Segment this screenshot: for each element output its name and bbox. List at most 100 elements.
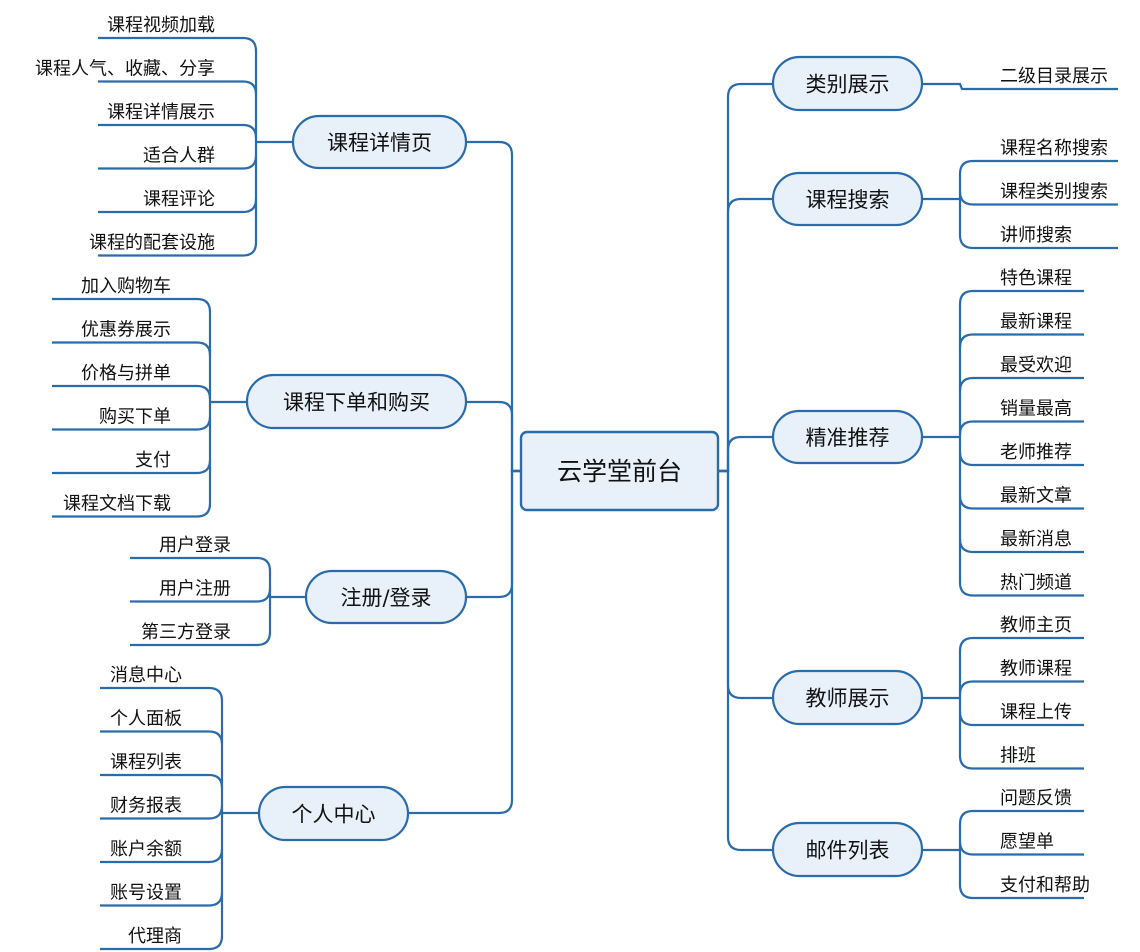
branch-node-mail-list[interactable] <box>771 821 924 878</box>
leaf-node-course-detail-4[interactable]: 课程评论 <box>143 189 215 210</box>
leaf-node-recommend-7[interactable]: 热门频道 <box>1000 573 1072 594</box>
leaf-node-order-purchase-3[interactable]: 购买下单 <box>99 407 171 428</box>
leaf-node-course-detail-5[interactable]: 课程的配套设施 <box>89 233 215 254</box>
branch-label-course-search: 课程搜索 <box>806 188 890 212</box>
connector-mail-list <box>718 469 773 852</box>
leaf-connector <box>100 730 224 745</box>
leaf-connector <box>958 289 1084 305</box>
connector-course-search <box>718 197 773 473</box>
root-label: 云学堂前台 <box>557 457 682 486</box>
leaf-node-teacher-display-3[interactable]: 排班 <box>1000 746 1036 767</box>
leaf-node-course-search-0[interactable]: 课程名称搜索 <box>1000 138 1108 159</box>
leaf-node-recommend-6[interactable]: 最新消息 <box>1000 529 1072 550</box>
leaf-node-mail-list-0[interactable]: 问题反馈 <box>1000 788 1072 809</box>
leaf-node-personal-center-0[interactable]: 消息中心 <box>110 665 182 686</box>
leaf-node-personal-center-3[interactable]: 财务报表 <box>110 796 182 817</box>
leaf-connector <box>98 80 258 95</box>
leaf-node-recommend-1[interactable]: 最新课程 <box>1000 312 1072 333</box>
leaf-node-order-purchase-2[interactable]: 价格与拼单 <box>81 363 171 384</box>
leaf-connector <box>958 755 1084 770</box>
leaf-node-register-login-2[interactable]: 第三方登录 <box>141 622 231 643</box>
leaf-connector <box>958 680 1084 695</box>
branch-node-order-purchase[interactable] <box>245 373 468 430</box>
root-node[interactable] <box>519 430 720 512</box>
leaf-node-course-detail-1[interactable]: 课程人气、收藏、分享 <box>35 59 215 80</box>
connector-recommend <box>718 435 773 473</box>
leaf-node-course-search-1[interactable]: 课程类别搜索 <box>1000 182 1108 203</box>
leaf-node-order-purchase-4[interactable]: 支付 <box>135 450 171 471</box>
leaf-connector <box>98 242 258 257</box>
nodes-layer: 云学堂前台 课程视频加载课程人气、收藏、分享课程详情展示适合人群课程评论课程的配套… <box>35 15 1108 947</box>
leaf-node-course-detail-0[interactable]: 课程视频加载 <box>107 15 215 36</box>
leaf-node-personal-center-2[interactable]: 课程列表 <box>110 752 182 773</box>
leaf-node-personal-center-5[interactable]: 账号设置 <box>110 883 182 904</box>
leaf-connector <box>958 333 1084 348</box>
leaf-connector <box>958 636 1084 652</box>
leaf-connector <box>958 159 1118 175</box>
branch-node-teacher-display[interactable] <box>771 669 924 726</box>
leaf-node-teacher-display-2[interactable]: 课程上传 <box>1000 702 1072 723</box>
leaf-node-teacher-display-0[interactable]: 教师主页 <box>1000 615 1072 636</box>
branch-label-personal-center: 个人中心 <box>292 803 376 827</box>
branch-node-personal-center[interactable] <box>257 785 410 842</box>
leaf-connector <box>958 582 1084 597</box>
leaf-node-recommend-4[interactable]: 老师推荐 <box>1000 442 1072 463</box>
leaf-connector <box>52 341 212 356</box>
leaf-connector <box>958 420 1084 435</box>
connector-lines <box>52 36 1118 951</box>
leaf-connector <box>100 935 224 951</box>
leaf-connector <box>52 384 212 400</box>
branch-node-recommend[interactable] <box>771 409 924 465</box>
leaf-connector <box>98 123 258 139</box>
leaf-connector <box>958 884 1084 900</box>
branch-label-category-display: 类别展示 <box>806 73 890 97</box>
leaf-connector <box>52 297 212 313</box>
leaf-connector <box>958 809 1084 825</box>
leaf-node-recommend-3[interactable]: 销量最高 <box>1000 399 1072 420</box>
leaf-node-personal-center-4[interactable]: 账户余额 <box>110 839 182 860</box>
branch-label-teacher-display: 教师展示 <box>806 687 890 711</box>
leaf-connector <box>100 686 224 702</box>
leaf-connector <box>922 82 1118 91</box>
branch-label-mail-list: 邮件列表 <box>806 839 890 863</box>
leaf-node-course-detail-2[interactable]: 课程详情展示 <box>107 102 215 123</box>
branch-node-course-search[interactable] <box>771 171 924 227</box>
leaf-node-order-purchase-1[interactable]: 优惠券展示 <box>81 320 171 341</box>
leaf-node-recommend-2[interactable]: 最受欢迎 <box>1000 355 1072 376</box>
leaf-connector <box>98 36 258 52</box>
leaf-connector <box>52 503 212 518</box>
leaf-node-order-purchase-0[interactable]: 加入购物车 <box>81 276 171 297</box>
branch-label-register-login: 注册/登录 <box>340 586 431 610</box>
leaf-connector <box>130 631 272 647</box>
leaf-node-mail-list-1[interactable]: 愿望单 <box>1000 832 1054 853</box>
leaf-node-personal-center-6[interactable]: 代理商 <box>128 926 182 947</box>
branch-label-recommend: 精准推荐 <box>806 426 890 450</box>
leaf-node-recommend-5[interactable]: 最新文章 <box>1000 486 1072 507</box>
leaf-connector <box>52 459 212 475</box>
leaf-connector <box>130 556 272 572</box>
connector-order-purchase <box>466 400 521 473</box>
connector-teacher-display <box>718 469 773 700</box>
branch-label-course-detail: 课程详情页 <box>327 131 432 155</box>
connector-personal-center <box>408 469 521 815</box>
branch-node-register-login[interactable] <box>304 569 468 625</box>
leaf-node-teacher-display-1[interactable]: 教师课程 <box>1000 659 1072 680</box>
leaf-node-recommend-0[interactable]: 特色课程 <box>1000 268 1072 289</box>
leaf-node-category-display-0[interactable]: 二级目录展示 <box>1000 66 1108 87</box>
leaf-node-register-login-1[interactable]: 用户注册 <box>159 579 231 600</box>
leaf-connector <box>958 234 1118 250</box>
branch-node-category-display[interactable] <box>771 55 924 112</box>
leaf-node-order-purchase-5[interactable]: 课程文档下载 <box>63 494 171 515</box>
leaf-node-register-login-0[interactable]: 用户登录 <box>159 535 231 556</box>
leaf-node-personal-center-1[interactable]: 个人面板 <box>110 709 182 730</box>
connector-course-detail <box>466 140 521 473</box>
leaf-node-course-detail-3[interactable]: 适合人群 <box>143 146 215 167</box>
branch-node-course-detail[interactable] <box>291 114 468 170</box>
connector-category-display <box>718 82 773 473</box>
leaf-node-mail-list-2[interactable]: 支付和帮助 <box>1000 875 1090 896</box>
branch-label-order-purchase: 课程下单和购买 <box>283 391 430 415</box>
leaf-connector <box>100 773 224 789</box>
leaf-node-course-search-2[interactable]: 讲师搜索 <box>1000 225 1072 246</box>
leaf-connector <box>958 376 1084 392</box>
